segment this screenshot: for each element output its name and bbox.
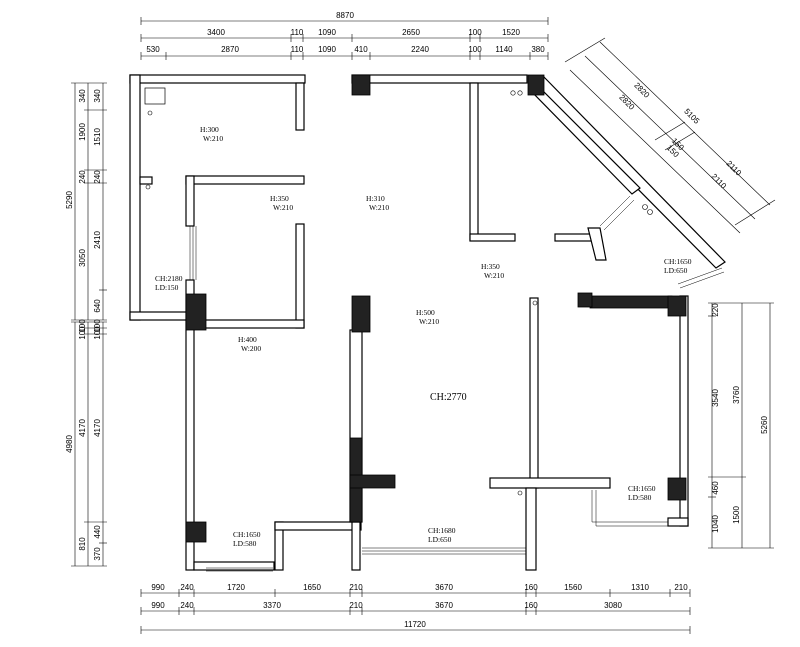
dim-bottom-r1-3: 1650 (303, 583, 321, 592)
window-3-ld: LD:650 (428, 535, 452, 544)
dim-right-outer: 5260 (760, 416, 769, 434)
dim-diag-0: 2820 (632, 81, 651, 100)
dim-left-r2-1: 1510 (93, 128, 102, 146)
room-4-height: H:500 (416, 308, 435, 317)
dim-top-r2-2: 110 (291, 45, 304, 54)
dim-bottom-r2-5: 160 (524, 601, 538, 610)
dim-left-r2-4: 640 (93, 299, 102, 313)
dim-left-lower-r1-3: 810 (78, 537, 87, 551)
dim-top-total: 8870 (336, 11, 354, 20)
dim-bottom-r2-1: 240 (180, 601, 194, 610)
dim-bottom-r1-9: 210 (674, 583, 688, 592)
window-0-ld: LD:150 (155, 283, 179, 292)
room-2-width: W:210 (369, 203, 389, 212)
dim-left-lower-r2-1: 100 (93, 326, 102, 340)
room-3-width: W:210 (484, 271, 504, 280)
room-labels: H:300 W:210 H:350 W:210 H:310 W:210 H:35… (155, 125, 692, 548)
bottom-dimensions: 990 240 1720 1650 210 3670 160 1560 1310… (140, 583, 691, 634)
dim-top-r1-5: 1520 (502, 28, 520, 37)
fixtures (144, 87, 653, 496)
dim-top-r2-3: 1090 (318, 45, 336, 54)
dim-left-lower-r2-2: 4170 (93, 419, 102, 437)
dim-right-r2-2: 460 (711, 481, 720, 495)
dim-bottom-r2-2: 3370 (263, 601, 281, 610)
dim-bottom-r2-6: 3080 (604, 601, 622, 610)
dim-bottom-r2-3: 210 (349, 601, 363, 610)
dim-left-r2-0: 340 (93, 89, 102, 103)
dim-left-r1-2: 240 (78, 170, 87, 184)
room-4-width: W:210 (419, 317, 439, 326)
dim-left-lower-r2-0: 100 (93, 319, 102, 333)
columns (185, 74, 687, 543)
dim-top-r1-1: 110 (291, 28, 304, 37)
dim-top-r2-1: 2870 (221, 45, 239, 54)
dim-top-r2-7: 1140 (495, 45, 513, 54)
dim-top-r1-0: 3400 (207, 28, 225, 37)
window-4-ld: LD:580 (628, 493, 652, 502)
dim-diag-4: 2110 (725, 159, 744, 178)
dim-left-lower-r2-3: 440 (93, 525, 102, 539)
dim-bottom-r1-0: 990 (151, 583, 165, 592)
window-3-ch: CH:1680 (428, 526, 456, 535)
dim-top-r2-6: 100 (468, 45, 482, 54)
dim-bottom-r1-6: 160 (524, 583, 538, 592)
dim-right-r1-0: 3760 (732, 386, 741, 404)
dim-bottom-r2-4: 3670 (435, 601, 453, 610)
window-4-ch: CH:1650 (628, 484, 656, 493)
window-2-ch: CH:1650 (233, 530, 261, 539)
window-0-ch: CH:2180 (155, 274, 183, 283)
dim-left-r2-3: 2410 (93, 231, 102, 249)
dim-diag-1: 2820 (617, 93, 636, 112)
dim-bottom-r1-5: 3670 (435, 583, 453, 592)
dim-top-r2-0: 530 (146, 45, 160, 54)
dim-bottom-total: 11720 (404, 620, 426, 629)
window-1-ld: LD:650 (664, 266, 688, 275)
dim-right-r2-0: 220 (711, 303, 720, 317)
dim-left-lower-outer: 4980 (65, 435, 74, 453)
dim-top-r2-4: 410 (354, 45, 368, 54)
dim-left-r2-2: 240 (93, 170, 102, 184)
dim-bottom-r1-7: 1560 (564, 583, 582, 592)
dim-right-r2-3: 1040 (711, 515, 720, 533)
left-dimensions: 5290 340 1900 240 3050 340 1510 240 2410… (65, 82, 107, 567)
dim-right-r2-1: 3540 (711, 389, 720, 407)
dim-left-r1-3: 3050 (78, 249, 87, 267)
room-0-width: W:210 (203, 134, 223, 143)
dim-bottom-r1-8: 1310 (631, 583, 649, 592)
dim-bottom-r1-2: 1720 (227, 583, 245, 592)
dim-right-r1-1: 1500 (732, 506, 741, 524)
room-2-height: H:310 (366, 194, 385, 203)
right-dimensions: 220 3540 460 1040 3760 1500 5260 (708, 302, 774, 549)
dim-top-r1-4: 100 (468, 28, 482, 37)
window-2-ld: LD:580 (233, 539, 257, 548)
dim-left-outer: 5290 (65, 191, 74, 209)
room-3-height: H:350 (481, 262, 500, 271)
room-1-height: H:350 (270, 194, 289, 203)
dim-top-r2-5: 2240 (411, 45, 429, 54)
dim-top-r2-8: 380 (531, 45, 545, 54)
dim-diag-outer: 5105 (682, 107, 701, 126)
dim-bottom-r1-4: 210 (349, 583, 363, 592)
dim-left-lower-r1-0: 100 (78, 319, 87, 333)
room-0-height: H:300 (200, 125, 219, 134)
dim-bottom-r2-0: 990 (151, 601, 165, 610)
top-dimensions: 8870 3400 110 1090 2650 100 1520 530 287… (140, 11, 549, 60)
room-1-width: W:210 (273, 203, 293, 212)
dim-left-r1-1: 1900 (78, 123, 87, 141)
dim-left-lower-r1-2: 4170 (78, 419, 87, 437)
dim-left-lower-r1-1: 100 (78, 326, 87, 340)
room-5-width: W:200 (241, 344, 261, 353)
dim-top-r1-2: 1090 (318, 28, 336, 37)
dim-top-r1-3: 2650 (402, 28, 420, 37)
dim-bottom-r1-1: 240 (180, 583, 194, 592)
room-5-height: H:400 (238, 335, 257, 344)
dim-left-r1-0: 340 (78, 89, 87, 103)
ceiling-height-label: CH:2770 (430, 392, 467, 403)
dim-left-lower-r2-4: 370 (93, 547, 102, 561)
dim-diag-5: 2110 (710, 172, 729, 191)
windows (189, 195, 725, 572)
window-1-ch: CH:1650 (664, 257, 692, 266)
